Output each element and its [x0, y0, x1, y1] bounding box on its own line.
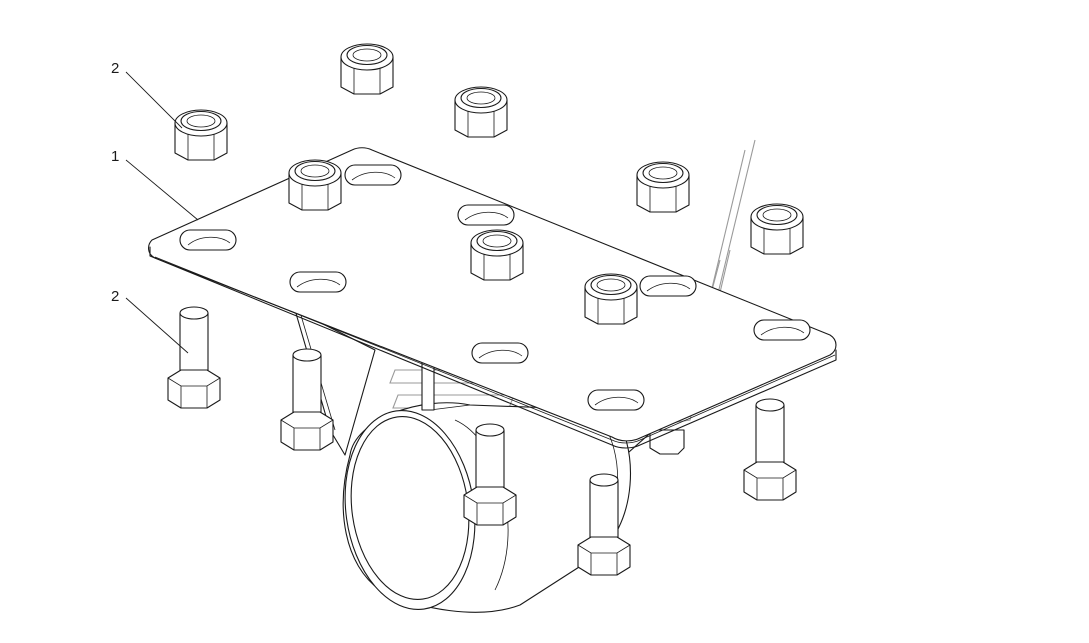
bolt-far-right	[743, 398, 797, 501]
callout-1: 1	[111, 148, 119, 165]
mounting-plate	[148, 147, 837, 449]
bolt-rear-right	[649, 429, 685, 455]
nut-floating	[174, 109, 228, 161]
slot	[471, 342, 529, 364]
plate-slots	[179, 164, 811, 411]
slot	[587, 389, 645, 411]
slot	[457, 204, 515, 226]
callout-2-bottom: 2	[111, 288, 119, 305]
slot	[289, 271, 347, 293]
nut-on-plate	[636, 161, 690, 213]
bolt-front-left	[167, 306, 221, 409]
slot	[753, 319, 811, 341]
nut-on-plate	[470, 229, 524, 281]
nut-on-plate	[288, 159, 342, 211]
nut-floating	[750, 203, 804, 255]
nut-on-plate	[584, 273, 638, 325]
slot	[344, 164, 402, 186]
slot	[639, 275, 697, 297]
nut-floating	[340, 43, 394, 95]
slot	[179, 229, 237, 251]
leader-lines	[125, 71, 199, 354]
callout-2-top: 2	[111, 60, 119, 77]
nut-floating	[454, 86, 508, 138]
